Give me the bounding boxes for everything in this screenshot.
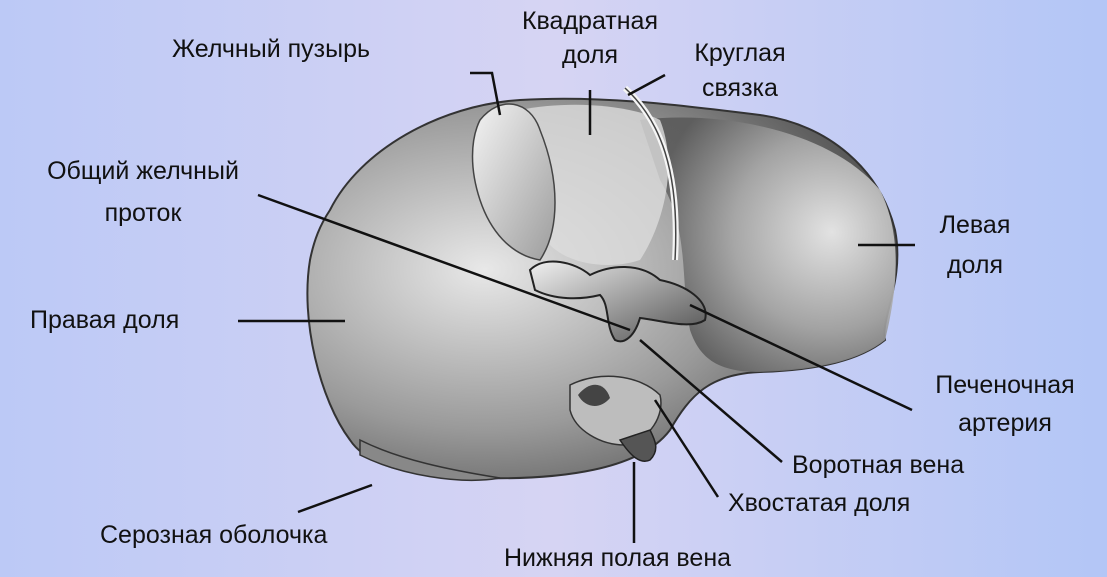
label-hepatic-artery-line2: артерия: [905, 408, 1105, 438]
label-round-ligament-line2: связка: [665, 73, 815, 103]
label-round-ligament-line1: Круглая: [665, 38, 815, 68]
label-inferior-vena-cava: Нижняя полая вена: [504, 543, 731, 573]
leader-caudate-lobe: [655, 400, 718, 497]
label-portal-vein: Воротная вена: [792, 450, 964, 480]
label-right-lobe: Правая доля: [30, 305, 179, 335]
label-caudate-lobe: Хвостатая доля: [728, 488, 910, 518]
label-left-lobe-line2: доля: [915, 250, 1035, 280]
label-gallbladder: Желчный пузырь: [172, 34, 370, 64]
label-left-lobe-line1: Левая: [915, 210, 1035, 240]
label-quadrate-lobe-line1: Квадратная: [480, 6, 700, 36]
label-hepatic-artery-line1: Печеночная: [905, 370, 1105, 400]
leader-round-ligament: [628, 75, 665, 95]
label-serous-membrane: Серозная оболочка: [100, 520, 327, 550]
label-common-bile-duct-line2: проток: [8, 198, 278, 228]
leader-serous-membrane: [298, 485, 372, 512]
label-common-bile-duct-line1: Общий желчный: [8, 156, 278, 186]
